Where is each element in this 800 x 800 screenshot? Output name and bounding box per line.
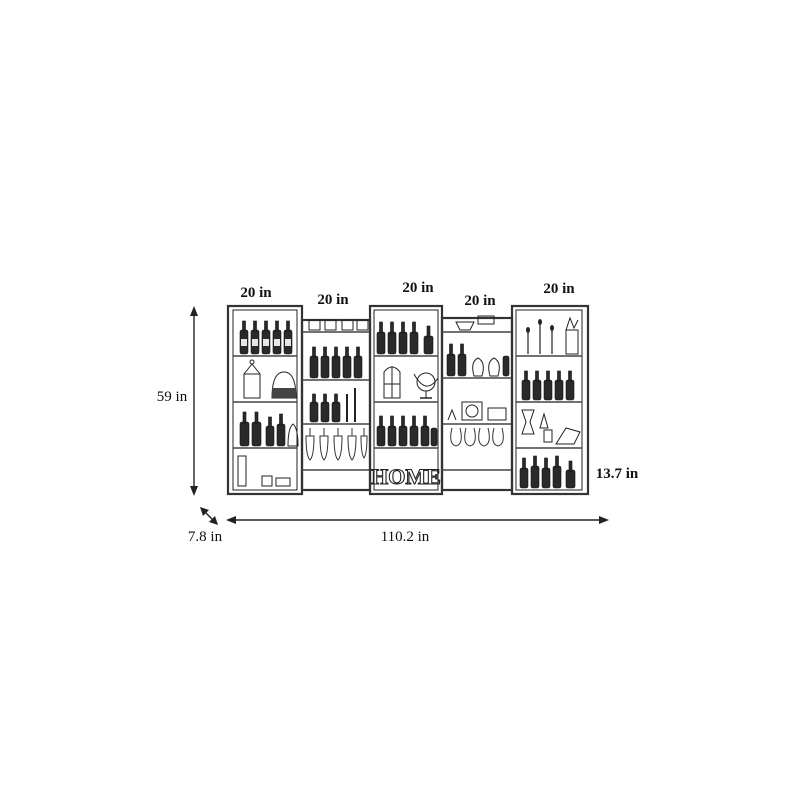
height-label: 59 in xyxy=(157,389,188,405)
depth-label: 7.8 in xyxy=(188,529,223,545)
hanging-glasses-m4 xyxy=(450,427,504,447)
cabinet-module-2 xyxy=(300,318,372,492)
bottle-row-m5-2 xyxy=(521,370,575,401)
bottle-row-m3-1 xyxy=(376,321,434,355)
shelf-spacing-label: 13.7 in xyxy=(596,466,639,482)
cabinet-module-1 xyxy=(226,304,304,496)
total-width-dimension-arrow xyxy=(226,516,609,524)
module-5-width-label: 20 in xyxy=(543,281,575,297)
bottle-row-m4-2 xyxy=(446,343,510,377)
bottle-row-3 xyxy=(239,411,299,447)
bottom-decor-1 xyxy=(237,455,291,487)
barware-decor-m5 xyxy=(521,409,581,445)
total-width-label: 110.2 in xyxy=(381,529,430,545)
height-dimension-arrow xyxy=(190,306,198,496)
hanging-glasses-m2 xyxy=(305,428,368,461)
lantern-decor xyxy=(243,359,297,399)
bottle-row-m2-3 xyxy=(309,388,356,423)
bottle-row-m3-3 xyxy=(376,415,438,447)
bottle-row-m5-4 xyxy=(519,455,576,489)
candle-decor-m5 xyxy=(526,316,579,355)
bottle-row-1 xyxy=(239,320,293,355)
bowl-decor-m4 xyxy=(455,315,495,331)
bottle-row-m2-2 xyxy=(309,346,363,379)
cabinet-module-3: HOME xyxy=(368,304,444,496)
jar-row xyxy=(308,319,369,331)
frame-decor-m4 xyxy=(447,401,507,421)
window-and-globe-decor xyxy=(383,366,439,399)
module-3-width-label: 20 in xyxy=(402,280,434,296)
module-4-width-label: 20 in xyxy=(464,293,496,309)
module-2-width-label: 20 in xyxy=(317,292,349,308)
home-sign: HOME xyxy=(371,464,441,489)
cabinet-module-5 xyxy=(510,304,590,496)
module-1-width-label: 20 in xyxy=(240,285,272,301)
cabinet-module-4 xyxy=(440,315,514,492)
depth-dimension-arrow xyxy=(200,507,218,525)
